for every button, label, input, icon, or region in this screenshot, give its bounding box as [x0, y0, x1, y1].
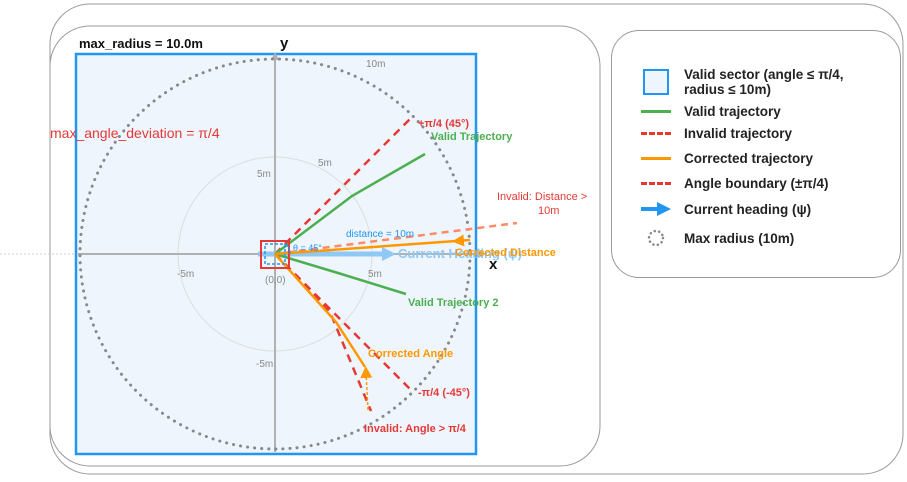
max-angle-label: max_angle_deviation = π/4: [50, 125, 220, 141]
legend-label-invalid-trajectory: Invalid trajectory: [684, 125, 793, 141]
legend-label-angle-boundary: Angle boundary (±π/4): [684, 175, 829, 191]
ring-label-neg5-left: -5m: [177, 269, 194, 280]
theta-arc: [285, 243, 291, 255]
origin-marker: [260, 240, 290, 269]
legend-item-corrected-trajectory: Corrected trajectory: [640, 148, 813, 168]
valid-trajectory-1-label: Valid Trajectory: [431, 131, 513, 143]
invalid-angle-label: Invalid: Angle > π/4: [364, 423, 467, 435]
dashed-line-icon: [640, 123, 672, 143]
positive-angle-boundary: [274, 118, 411, 255]
legend-label-current-heading: Current heading (ψ): [684, 201, 812, 217]
x-axis-label: x: [489, 256, 498, 273]
current-heading-label: Current Heading (ψ): [398, 246, 522, 261]
legend-item-invalid-trajectory: Invalid trajectory: [640, 123, 792, 143]
legend-item-current-heading: Current heading (ψ): [640, 199, 811, 219]
invalid-distance-label-1: Invalid: Distance >: [497, 191, 587, 203]
legend-label-valid-sector-2: radius ≤ 10m): [684, 82, 771, 97]
corrected-distance-arrow: [452, 234, 471, 247]
x-axis-arrow-icon: [478, 250, 486, 258]
dashed-line-icon: [640, 173, 672, 193]
legend-item-valid-trajectory: Valid trajectory: [640, 101, 781, 121]
legend-label-max-radius: Max radius (10m): [684, 230, 795, 246]
dotted-circle-icon: [640, 228, 672, 248]
origin-label: (0,0): [265, 275, 286, 286]
valid-trajectory-1: [274, 152, 426, 255]
corrected-distance-label: Corrected Distance: [455, 247, 556, 259]
ring-label-5m-top: 5m: [257, 169, 271, 180]
y-axis-label: y: [280, 35, 289, 52]
heading-arrowhead-icon: [382, 247, 396, 261]
legend-item-max-radius: Max radius (10m): [640, 228, 794, 248]
invalid-distance-trajectory: [274, 221, 518, 256]
invalid-distance-label-2: 10m: [538, 205, 559, 217]
corrected-angle-trajectory: [274, 253, 367, 368]
legend-label-valid-sector-1: Valid sector (angle ≤ π/4,: [684, 67, 844, 82]
corrected-angle-label: Corrected Angle: [368, 348, 453, 360]
origin-inner-marker: [264, 243, 286, 265]
legend-label-corrected-trajectory: Corrected trajectory: [684, 150, 814, 166]
max-radius-label: max_radius = 10.0m: [79, 36, 203, 51]
ring-label-5m-right: 5m: [368, 269, 382, 280]
valid-trajectory-2-label: Valid Trajectory 2: [408, 297, 499, 309]
arrow-icon: [640, 199, 672, 219]
ring-label-5m-right-top: 5m: [318, 158, 332, 169]
distance-label: distance = 10m: [346, 229, 414, 240]
ring-label-10m: 10m: [366, 59, 385, 70]
corrected-angle-arrow: [360, 366, 373, 411]
legend-label-valid-trajectory: Valid trajectory: [684, 103, 781, 119]
solid-line-icon: [640, 101, 672, 121]
ring-label-neg5-bottom: -5m: [256, 359, 273, 370]
legend-item-angle-boundary: Angle boundary (±π/4): [640, 173, 829, 193]
legend: Valid sector (angle ≤ π/4, radius ≤ 10m)…: [611, 30, 901, 278]
legend-item-valid-sector: Valid sector (angle ≤ π/4, radius ≤ 10m): [640, 67, 844, 97]
max-radius-circle: [78, 57, 472, 451]
positive-boundary-label: +π/4 (45°): [418, 118, 469, 130]
corrected-distance-trajectory: [274, 238, 471, 256]
solid-line-icon: [640, 148, 672, 168]
valid-trajectory-2: [274, 252, 407, 296]
theta-label: θ = 45°: [293, 243, 322, 253]
square-icon: [640, 69, 672, 95]
negative-boundary-label: -π/4 (-45°): [418, 387, 470, 399]
